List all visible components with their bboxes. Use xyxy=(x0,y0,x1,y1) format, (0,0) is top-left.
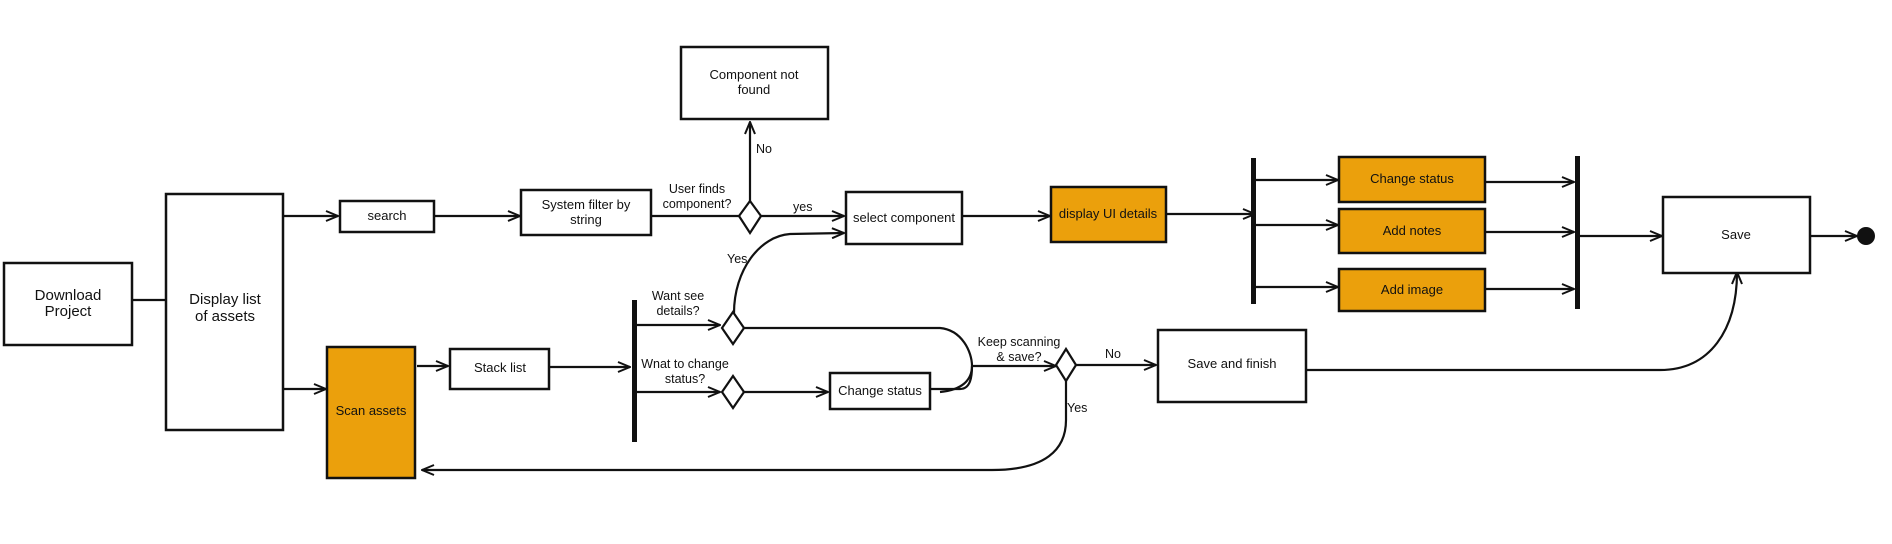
node-system-filter-label-line2: string xyxy=(570,212,602,227)
fork-bar-top xyxy=(1251,158,1256,304)
node-add-notes-label: Add notes xyxy=(1383,223,1442,238)
node-display-ui-details-label: display UI details xyxy=(1059,206,1158,221)
node-change-status-top: Change status xyxy=(1337,155,1487,204)
node-download-project-box xyxy=(2,261,134,347)
decision-want-see-details xyxy=(720,310,746,346)
node-change-status-bottom: Change status xyxy=(828,371,932,411)
edge-label-yes-top: yes xyxy=(793,200,812,214)
decision-user-finds-component xyxy=(737,199,763,236)
node-select-component-box xyxy=(844,190,964,246)
edge-label-yes-keep: Yes xyxy=(1067,401,1087,415)
decision-diamonds xyxy=(720,199,1078,410)
decision-what-to-change-label-line2: status? xyxy=(665,372,705,386)
node-save-label: Save xyxy=(1721,227,1751,242)
node-add-image: Add image xyxy=(1337,267,1487,313)
node-download-project-label-line2: Project xyxy=(45,303,93,320)
node-display-list-box xyxy=(164,192,285,432)
fork-bar-bottom xyxy=(632,300,637,442)
decision-user-finds-label-line1: User finds xyxy=(669,182,725,196)
node-display-list-label-line2: of assets xyxy=(195,308,255,325)
node-change-status-top-box xyxy=(1337,155,1487,204)
node-download-project: Download Project xyxy=(2,261,134,347)
node-stack-list-box xyxy=(448,347,551,391)
node-change-status-bottom-label: Change status xyxy=(838,383,922,398)
connectors xyxy=(132,122,1857,470)
node-select-component: select component xyxy=(844,190,964,246)
decision-want-see-label-line2: details? xyxy=(656,304,699,318)
edge-labels: No yes Yes No Yes xyxy=(727,142,1121,415)
node-system-filter-label-line1: System filter by xyxy=(542,197,631,212)
node-add-image-box xyxy=(1337,267,1487,313)
node-display-ui-details: display UI details xyxy=(1049,185,1168,244)
decision-labels: User finds component? Want see details? … xyxy=(641,182,1060,386)
node-search-box xyxy=(338,199,436,234)
node-change-status-top-label: Change status xyxy=(1370,171,1454,186)
node-add-image-label: Add image xyxy=(1381,282,1443,297)
decision-keep-scanning xyxy=(1054,346,1078,384)
decision-keep-scanning-label-line2: & save? xyxy=(996,350,1041,364)
edge-label-no-top: No xyxy=(756,142,772,156)
final-node xyxy=(1857,227,1875,245)
node-scan-assets-box xyxy=(325,345,417,480)
decision-keep-scanning-label-line1: Keep scanning xyxy=(978,335,1061,349)
decision-want-see-label-line1: Want see xyxy=(652,289,704,303)
edge-label-yes-details: Yes xyxy=(727,252,747,266)
node-stack-list: Stack list xyxy=(448,347,551,391)
node-search: search xyxy=(338,199,436,234)
decision-user-finds-label-line2: component? xyxy=(663,197,732,211)
node-save-and-finish-box xyxy=(1156,328,1308,404)
node-search-label: search xyxy=(367,208,406,223)
node-component-not-found-label-line2: found xyxy=(738,82,771,97)
sync-bars xyxy=(632,156,1580,442)
node-select-component-label: select component xyxy=(853,210,955,225)
node-display-list: Display list of assets xyxy=(164,192,285,432)
decision-what-to-change-status xyxy=(720,374,746,410)
node-save: Save xyxy=(1661,195,1812,275)
node-change-status-bottom-box xyxy=(828,371,932,411)
node-save-and-finish-label: Save and finish xyxy=(1188,356,1277,371)
decision-what-to-change-label-line1: Wnat to change xyxy=(641,357,729,371)
node-display-list-label-line1: Display list xyxy=(189,291,262,308)
node-component-not-found-label-line1: Component not xyxy=(710,67,799,82)
node-stack-list-label: Stack list xyxy=(474,360,526,375)
node-add-notes-box xyxy=(1337,207,1487,255)
join-bar-top xyxy=(1575,156,1580,309)
node-scan-assets: Scan assets xyxy=(325,345,417,480)
node-add-notes: Add notes xyxy=(1337,207,1487,255)
node-save-and-finish: Save and finish xyxy=(1156,328,1308,404)
node-component-not-found-box xyxy=(679,45,830,121)
node-scan-assets-label: Scan assets xyxy=(336,403,407,418)
node-display-ui-details-box xyxy=(1049,185,1168,244)
node-save-box xyxy=(1661,195,1812,275)
node-system-filter: System filter by string xyxy=(519,188,653,237)
edge-label-no-keep: No xyxy=(1105,347,1121,361)
node-download-project-label-line1: Download xyxy=(35,287,102,304)
node-system-filter-box xyxy=(519,188,653,237)
node-component-not-found: Component not found xyxy=(679,45,830,121)
